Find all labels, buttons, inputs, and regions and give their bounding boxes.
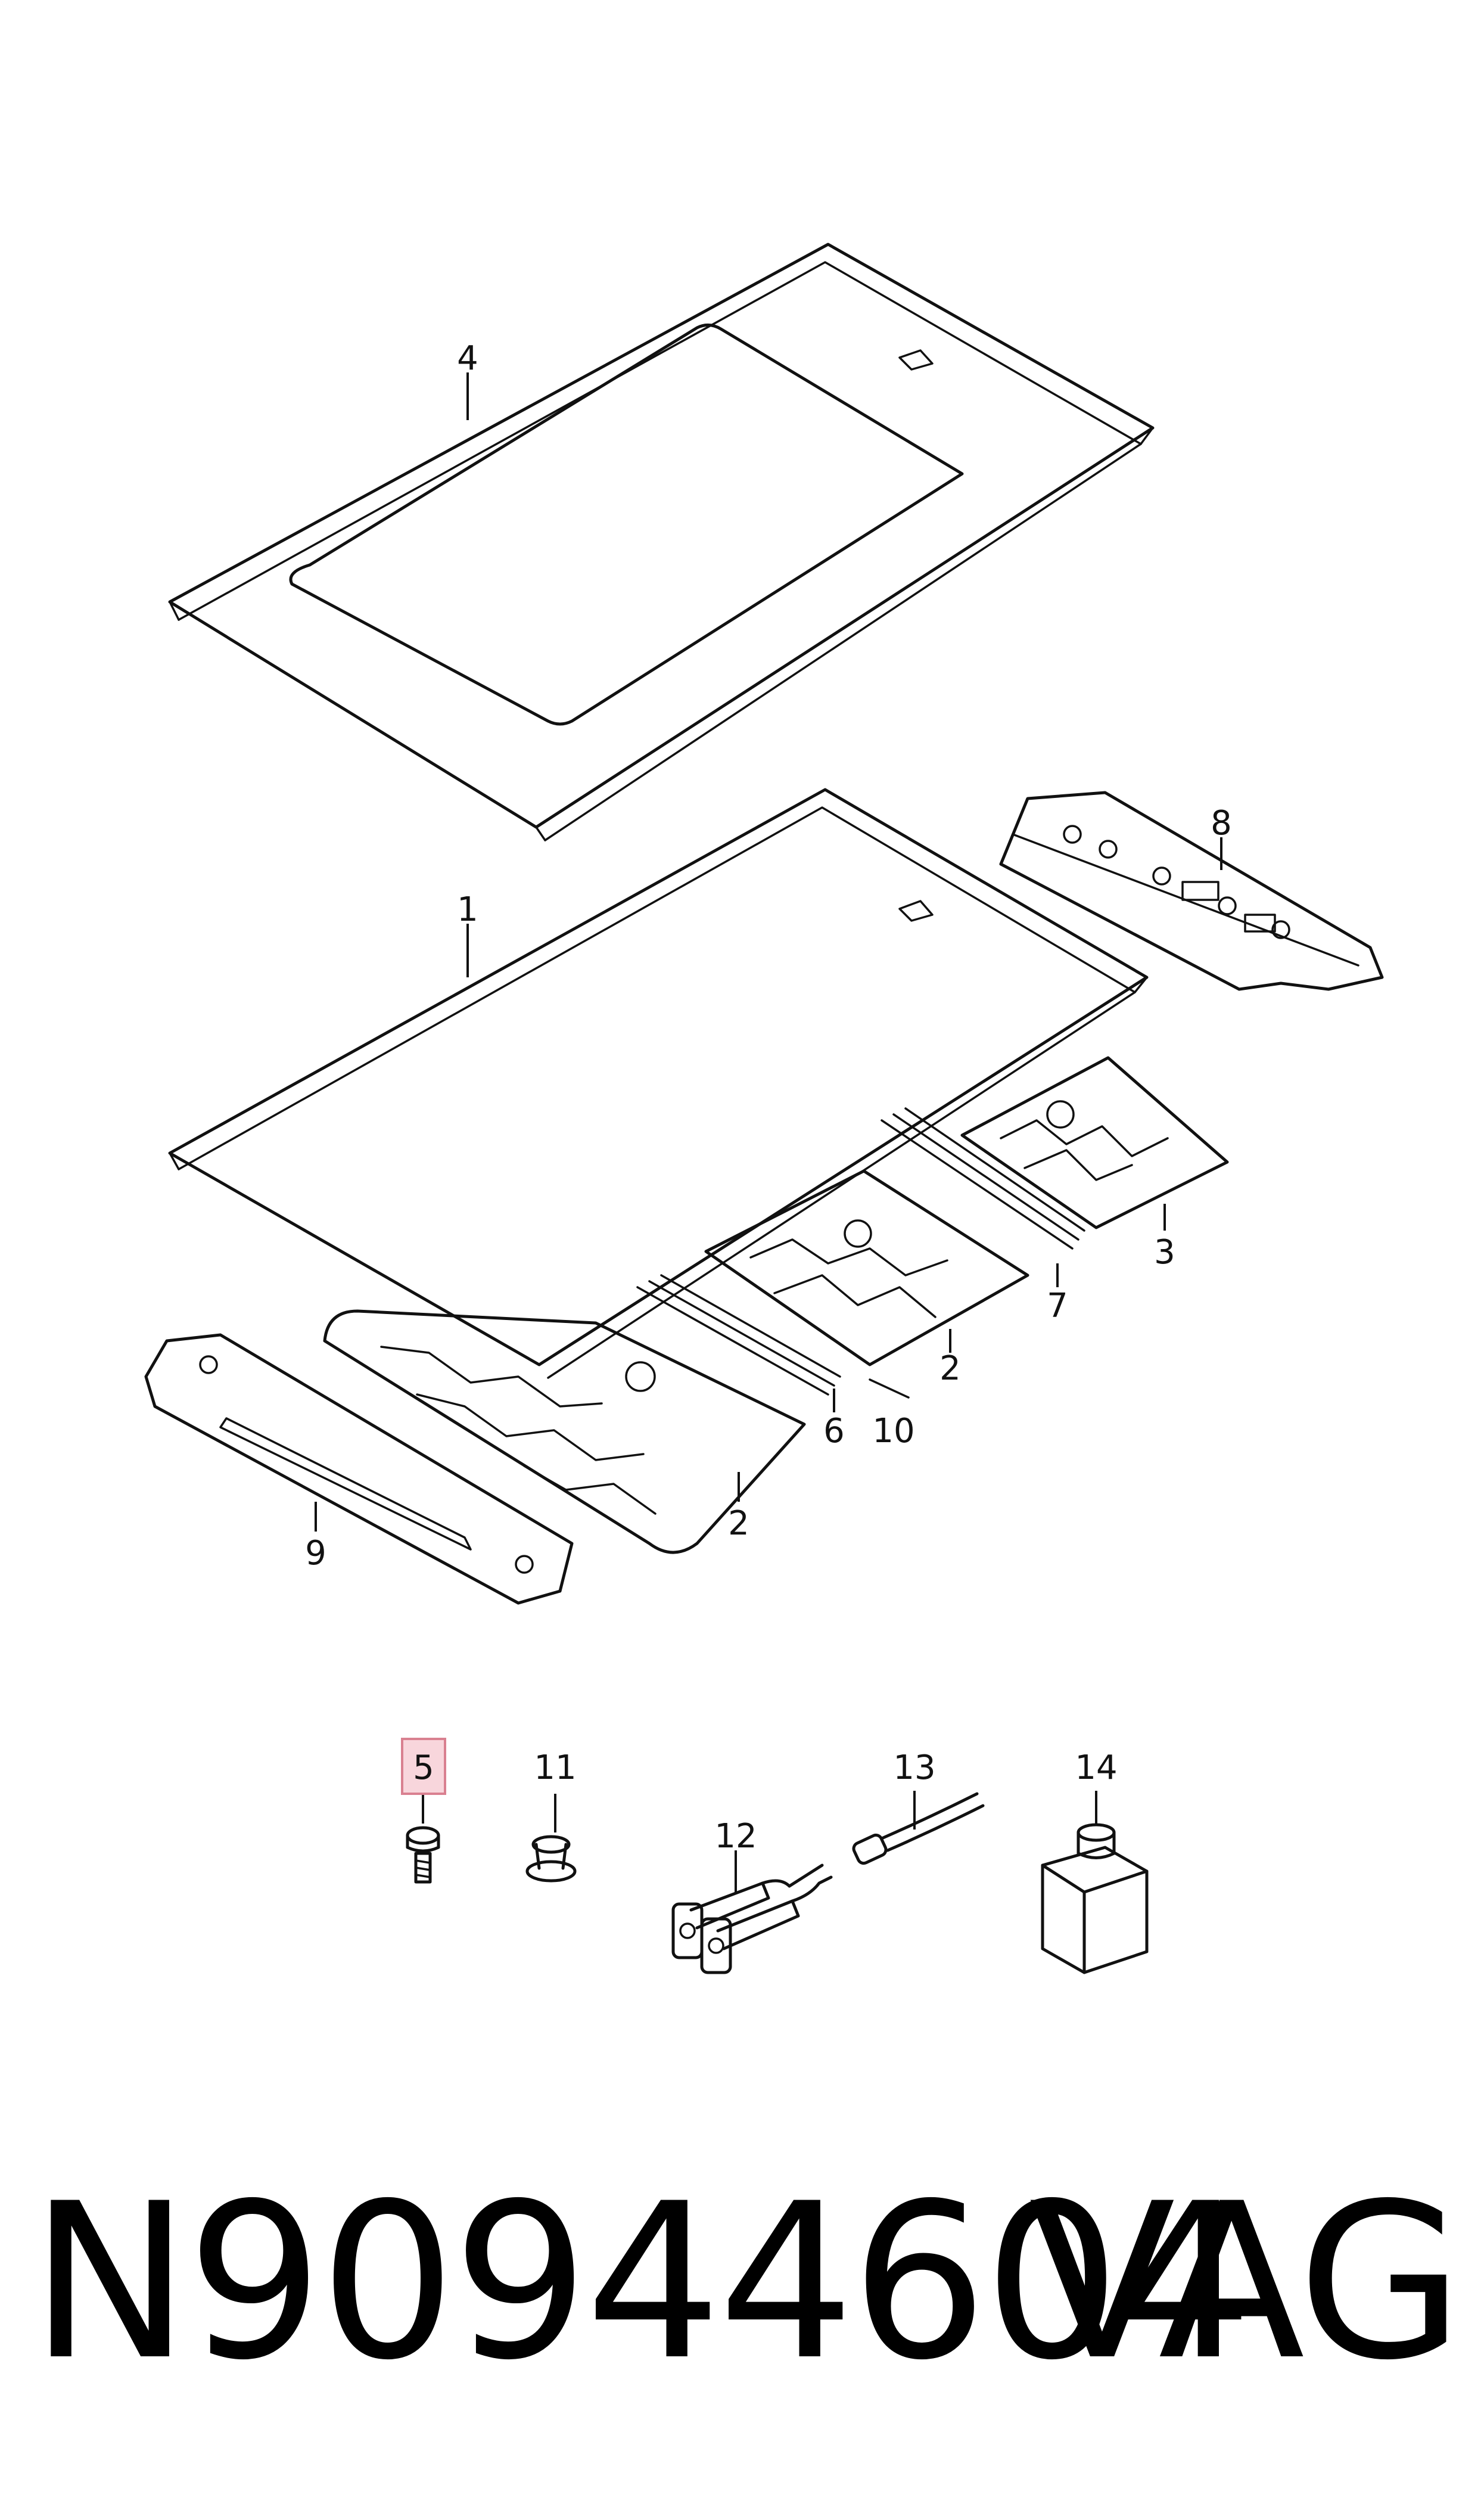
callout-11: 11 [534, 1748, 576, 1787]
strip-7 [881, 1107, 1085, 1250]
callout-13: 13 [893, 1748, 935, 1787]
callout-5-highlight [401, 1738, 446, 1795]
callout-3: 3 [1154, 1233, 1175, 1272]
callout-6: 6 [823, 1412, 845, 1450]
center-damping-mat [704, 1169, 1029, 1366]
strip-6 [636, 1274, 841, 1396]
rear-roof-cross-member [999, 791, 1384, 991]
front-roof-cross-member [144, 1333, 574, 1605]
callout-5: 5 [413, 1748, 434, 1787]
rear-damping-mat [960, 1056, 1229, 1229]
screw [406, 1826, 440, 1884]
callout-12: 12 [714, 1817, 757, 1856]
roof-panel-with-sunroof-opening [168, 243, 1155, 841]
brand-name: VAG [1028, 2157, 1464, 2407]
roof-panel [168, 788, 1149, 1379]
callout-8: 8 [1211, 804, 1232, 843]
strip-10 [869, 1378, 910, 1399]
rivet-nut [525, 1835, 577, 1883]
drain-hose [852, 1792, 985, 1865]
callout-4: 4 [457, 339, 478, 378]
adhesive-bottle [1041, 1823, 1149, 1974]
front-damping-mat [323, 1309, 806, 1554]
callout-labels: 4 1 8 3 7 2 6 10 2 9 5 11 12 13 14 [305, 339, 1232, 1856]
part-number: N90944604 [30, 2157, 1253, 2407]
drain-hose-connector [671, 1863, 833, 1974]
callout-10: 10 [872, 1412, 914, 1450]
callout-2a: 2 [939, 1349, 961, 1388]
leader-lines [315, 372, 1222, 1892]
callout-7: 7 [1047, 1287, 1068, 1325]
callout-14: 14 [1075, 1748, 1117, 1787]
callout-9: 9 [305, 1534, 326, 1573]
callout-2b: 2 [728, 1504, 749, 1543]
callout-1: 1 [457, 890, 478, 929]
